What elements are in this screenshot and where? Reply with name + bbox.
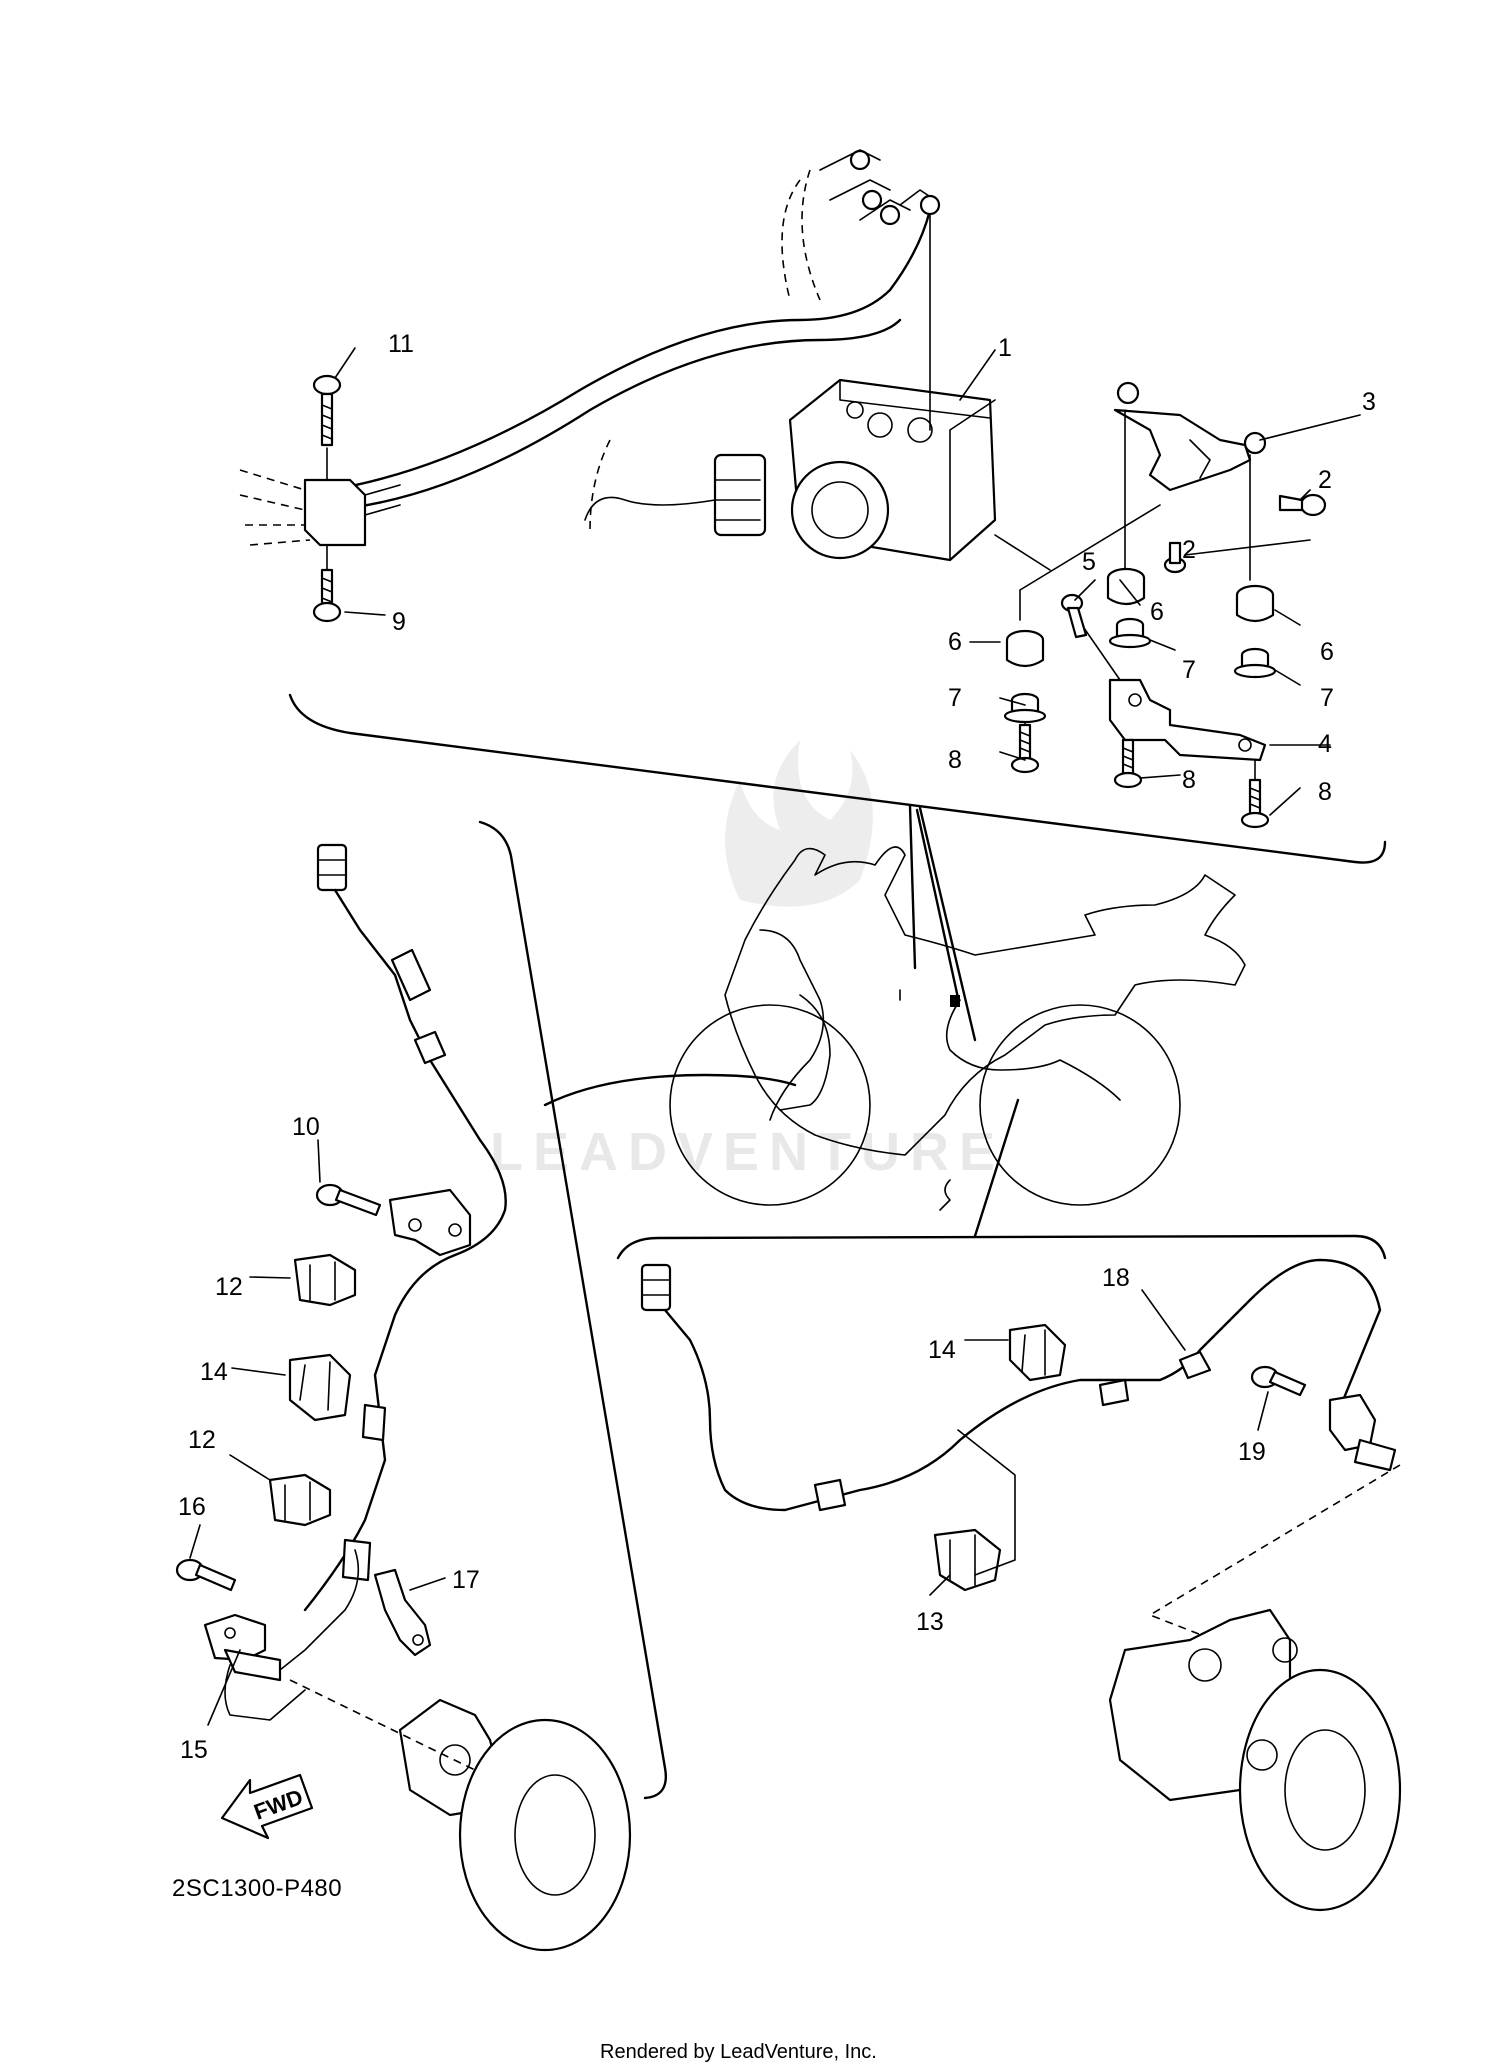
- callout-labels: 1 2 2 3 4 5 6 6 6 7 7 7 8 8 8 9 10 11 12…: [178, 330, 1376, 1764]
- rear-wheel-sensor-assembly: [640, 1258, 1402, 1912]
- callout-17: 17: [452, 1566, 480, 1594]
- clip-17: [373, 1568, 432, 1657]
- clamp-14a: [288, 1353, 352, 1422]
- callout-7c: 7: [1320, 684, 1334, 712]
- bolt-8a: [1010, 723, 1040, 774]
- motorcycle-silhouette: [669, 846, 1246, 1211]
- clamp-13: [933, 1528, 1002, 1592]
- bolt-2a: [1278, 493, 1327, 517]
- callout-1: 1: [998, 334, 1012, 362]
- callout-16: 16: [178, 1493, 206, 1521]
- callout-8a: 8: [948, 746, 962, 774]
- callout-7b: 7: [1182, 656, 1196, 684]
- callout-13: 13: [916, 1608, 944, 1636]
- clamp-14b: [1008, 1323, 1067, 1382]
- callout-9: 9: [392, 608, 406, 636]
- callout-19: 19: [1238, 1438, 1266, 1466]
- clamp-12b: [268, 1473, 332, 1527]
- callout-leaders: [189, 347, 1361, 1726]
- abs-hydraulic-unit: [328, 149, 997, 562]
- left-fasteners: [175, 1183, 432, 1657]
- callout-12b: 12: [188, 1426, 216, 1454]
- callout-6a: 6: [948, 628, 962, 656]
- callout-18: 18: [1102, 1264, 1130, 1292]
- callout-3: 3: [1362, 388, 1376, 416]
- fwd-arrow: FWD: [220, 1773, 314, 1840]
- callout-6c: 6: [1320, 638, 1334, 666]
- diagram-code: 2SC1300-P480: [172, 1875, 342, 1902]
- bolt-19: [1250, 1365, 1307, 1397]
- bolt-5: [1060, 593, 1088, 639]
- grommet-set: [1005, 567, 1275, 668]
- bolt-2b: [1163, 541, 1187, 574]
- callout-5: 5: [1082, 548, 1096, 576]
- collar-set: [1003, 617, 1277, 724]
- callout-8b: 8: [1182, 766, 1196, 794]
- callout-7a: 7: [948, 684, 962, 712]
- pipe-joint-block: [239, 469, 401, 547]
- callout-14b: 14: [928, 1336, 956, 1364]
- callout-6b: 6: [1150, 598, 1164, 626]
- watermark-text: LEADVENTURE: [490, 1122, 1005, 1182]
- callout-12a: 12: [215, 1273, 243, 1301]
- callout-10: 10: [292, 1113, 320, 1141]
- bolt-8c: [1240, 778, 1270, 829]
- rendered-by-footer: Rendered by LeadVenture, Inc.: [600, 2041, 877, 2063]
- front-wheel-sensor-assembly: [203, 843, 632, 1952]
- callout-4: 4: [1318, 730, 1332, 758]
- bolt-11: [312, 374, 342, 481]
- bolt-16: [175, 1558, 237, 1592]
- bolt-10: [315, 1183, 382, 1217]
- bolt-8b: [1113, 738, 1143, 789]
- grommet-6c: [1235, 584, 1275, 623]
- clamp-12a: [293, 1253, 357, 1307]
- section-outlines: [288, 693, 1387, 1800]
- grommet-6b: [1106, 567, 1146, 606]
- callout-2a: 2: [1318, 466, 1332, 494]
- collar-7c: [1233, 647, 1277, 679]
- grommet-6a: [1005, 629, 1045, 668]
- bolt-9: [312, 544, 342, 623]
- collar-7b: [1108, 617, 1152, 649]
- callout-8c: 8: [1318, 778, 1332, 806]
- callout-14a: 14: [200, 1358, 228, 1386]
- abs-bracket: [994, 381, 1267, 781]
- callout-2b: 2: [1182, 536, 1196, 564]
- bolt-set: [312, 374, 1327, 829]
- callout-11: 11: [388, 330, 414, 358]
- callout-15: 15: [180, 1736, 208, 1764]
- collar-7a: [1003, 692, 1047, 724]
